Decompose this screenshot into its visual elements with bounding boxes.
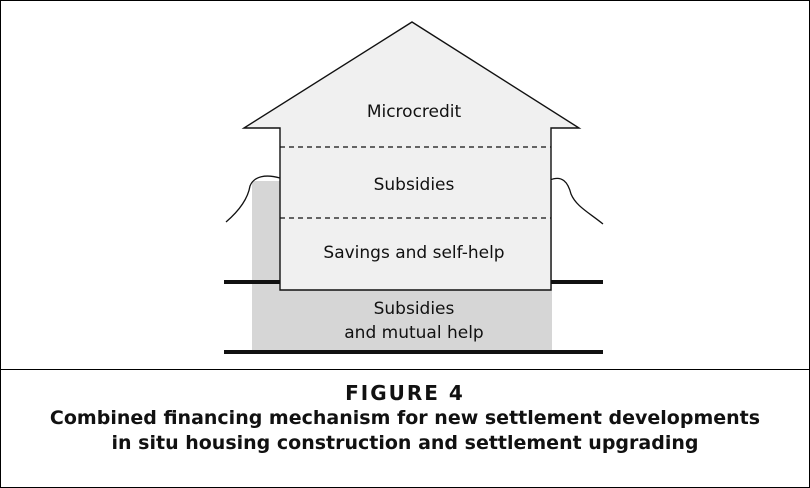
right-terrain-line bbox=[549, 177, 604, 225]
figure-caption: FIGURE 4 Combined financing mechanism fo… bbox=[0, 380, 810, 456]
house-shape bbox=[241, 21, 582, 291]
left-terrain-line bbox=[225, 175, 281, 223]
foundation-label-line2: and mutual help bbox=[344, 323, 483, 343]
figure-title-line1: Combined financing mechanism for new set… bbox=[49, 407, 761, 429]
section-label-subsidies: Subsidies bbox=[374, 175, 455, 195]
figure-label: FIGURE 4 bbox=[345, 381, 465, 405]
caption-divider bbox=[0, 369, 810, 370]
figure-title-line2: in situ housing construction and settlem… bbox=[111, 432, 699, 454]
house-diagram: Microcredit Subsidies Savings and self-h… bbox=[224, 21, 604, 354]
section-label-microcredit: Microcredit bbox=[367, 102, 462, 122]
foundation-label-line1: Subsidies bbox=[374, 299, 455, 319]
section-label-savings: Savings and self-help bbox=[323, 243, 504, 263]
